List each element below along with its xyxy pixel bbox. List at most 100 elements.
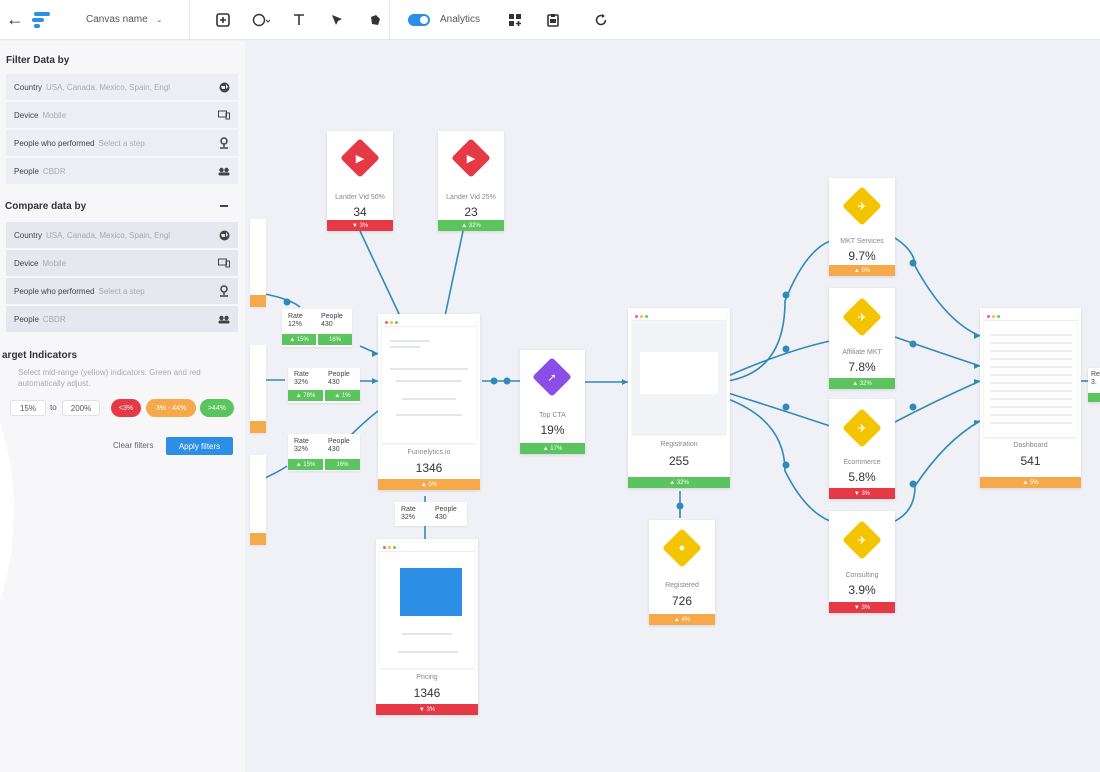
node-name: Registration xyxy=(660,441,698,448)
node-registered[interactable]: ● Registered 726 ▲ 4% xyxy=(649,520,715,625)
filter-device-label: Device xyxy=(14,110,39,120)
apply-filters-button[interactable]: Apply filters xyxy=(166,437,233,455)
person-icon: ● xyxy=(662,528,702,568)
people-icon xyxy=(218,313,230,325)
node-value: 9.7% xyxy=(848,249,876,263)
node-badge: ▲ 5% xyxy=(378,479,480,490)
clear-filters-button[interactable]: Clear filters xyxy=(113,441,154,450)
node-stub-1[interactable] xyxy=(250,219,266,307)
filter-device-value: Mobile xyxy=(42,110,67,120)
clipboard-icon[interactable] xyxy=(540,7,566,33)
node-name: Affiliate MKT xyxy=(842,349,882,356)
node-badge: ▲ 32% xyxy=(628,477,730,488)
rate-label: Rate xyxy=(294,371,309,378)
node-name: Top CTA xyxy=(539,412,566,419)
pin-icon xyxy=(218,285,230,297)
rate-label: Rate xyxy=(288,313,303,320)
node-name: Dashboard xyxy=(1013,442,1048,449)
node-mkt-services[interactable]: ✈ MKT Services 9.7% ▲ 5% xyxy=(829,178,895,276)
node-stub-3[interactable] xyxy=(250,455,266,545)
analytics-toggle[interactable] xyxy=(408,13,430,26)
node-lander-vid-25[interactable]: ▶ Lander Vid 25% 23 ▲ 32% xyxy=(438,131,504,231)
chevron-down-icon: ⌄ xyxy=(155,15,163,24)
cursor-click-icon: ➚ xyxy=(532,357,572,397)
node-value: 34 xyxy=(353,205,367,219)
rate-value: 12% xyxy=(288,321,303,328)
compare-device-label: Device xyxy=(14,258,39,268)
node-registration-page[interactable]: Registration 255 ▲ 32% xyxy=(628,308,730,488)
refresh-icon[interactable] xyxy=(588,7,614,33)
offscreen-label: Re xyxy=(1091,371,1100,378)
filter-country-row[interactable]: Country USA, Canada, Mexico, Spain, Engl xyxy=(6,74,238,100)
node-lander-vid-50[interactable]: ▶ Lander Vid 50% 34 ▼ 3% xyxy=(327,131,393,231)
compare-performed-row[interactable]: People who performed Select a step xyxy=(6,278,238,304)
green-indicator-pill[interactable]: >44% xyxy=(200,399,234,417)
node-ecommerce[interactable]: ✈ Ecommerce 5.8% ▼ 3% xyxy=(829,399,895,499)
yellow-indicator-pill[interactable]: 3% - 44% xyxy=(146,399,196,417)
collapse-minus-icon[interactable] xyxy=(220,205,228,207)
filter-performed-label: People who performed xyxy=(14,138,95,148)
compare-device-row[interactable]: Device Mobile xyxy=(6,250,238,276)
people-value: 430 xyxy=(328,446,340,453)
node-badge: ▲ 32% xyxy=(438,220,504,231)
people-value: 430 xyxy=(321,321,333,328)
compare-people-row[interactable]: People CBDR xyxy=(6,306,238,332)
target-from-input[interactable]: 15% xyxy=(10,400,46,416)
node-name: MKT Services xyxy=(840,238,884,245)
node-badge: ▲ 4% xyxy=(649,614,715,625)
filter-country-value: USA, Canada, Mexico, Spain, Engl xyxy=(46,82,171,92)
node-badge: ▼ 3% xyxy=(829,488,895,499)
toolbar-left-group: ← Canvas name ⌄ xyxy=(0,0,190,40)
globe-icon xyxy=(218,229,230,241)
node-funnelytics-page[interactable]: Funnelytics.io 1346 ▲ 5% xyxy=(378,314,480,490)
pointer-icon[interactable] xyxy=(324,7,350,33)
filter-people-row[interactable]: People CBDR xyxy=(6,158,238,184)
node-affiliate-mkt[interactable]: ✈ Affiliate MKT 7.8% ▲ 32% xyxy=(829,288,895,389)
filter-people-value: CBDR xyxy=(42,166,66,176)
back-arrow-icon[interactable]: ← xyxy=(6,9,24,29)
node-badge: ▲ 5% xyxy=(980,477,1081,488)
offscreen-badge xyxy=(1088,393,1100,402)
node-pricing-page[interactable]: Pricing 1346 ▼ 3% xyxy=(376,539,478,715)
compare-heading: Compare data by xyxy=(5,201,87,212)
people-icon xyxy=(218,165,230,177)
node-dashboard-page[interactable]: Dashboard 541 ▲ 5% xyxy=(980,308,1081,488)
funnelytics-logo-icon xyxy=(28,9,50,31)
target-to-input[interactable]: 200% xyxy=(62,400,100,416)
node-stub-2[interactable] xyxy=(250,345,266,433)
devices-icon xyxy=(218,109,230,121)
node-consulting[interactable]: ✈ Consulting 3.9% ▼ 3% xyxy=(829,511,895,613)
node-name: Lander Vid 50% xyxy=(335,194,385,201)
filter-performed-value: Select a step xyxy=(98,138,145,148)
node-badge: ▼ 3% xyxy=(829,602,895,613)
shape-icon[interactable] xyxy=(362,7,388,33)
flow-connections xyxy=(264,230,1090,539)
text-icon[interactable] xyxy=(286,7,312,33)
target-to-label: to xyxy=(50,403,57,412)
people-label: People xyxy=(321,313,343,320)
filter-device-row[interactable]: Device Mobile xyxy=(6,102,238,128)
grid-icon[interactable] xyxy=(502,7,528,33)
circle-icon[interactable] xyxy=(248,7,274,33)
red-indicator-pill[interactable]: <3% xyxy=(111,399,141,417)
compare-country-row[interactable]: Country USA, Canada, Mexico, Spain, Engl xyxy=(6,222,238,248)
canvas-name-dropdown[interactable]: Canvas name ⌄ xyxy=(86,14,162,25)
square-plus-icon[interactable] xyxy=(210,7,236,33)
rate-badge: ▲ 15% xyxy=(288,459,323,470)
node-value: 3.9% xyxy=(848,583,876,597)
rate-value: 32% xyxy=(294,379,309,386)
video-play-icon: ▶ xyxy=(340,138,380,178)
paper-plane-icon: ✈ xyxy=(842,408,882,448)
filter-performed-row[interactable]: People who performed Select a step xyxy=(6,130,238,156)
globe-icon xyxy=(218,81,230,93)
target-indicators-note: Select mid-range (yellow) indicators. Gr… xyxy=(18,368,201,388)
node-name: Ecommerce xyxy=(843,459,881,466)
drawing-tools-group xyxy=(190,0,390,40)
node-top-cta[interactable]: ➚ Top CTA 19% ▲ 17% xyxy=(520,350,585,454)
